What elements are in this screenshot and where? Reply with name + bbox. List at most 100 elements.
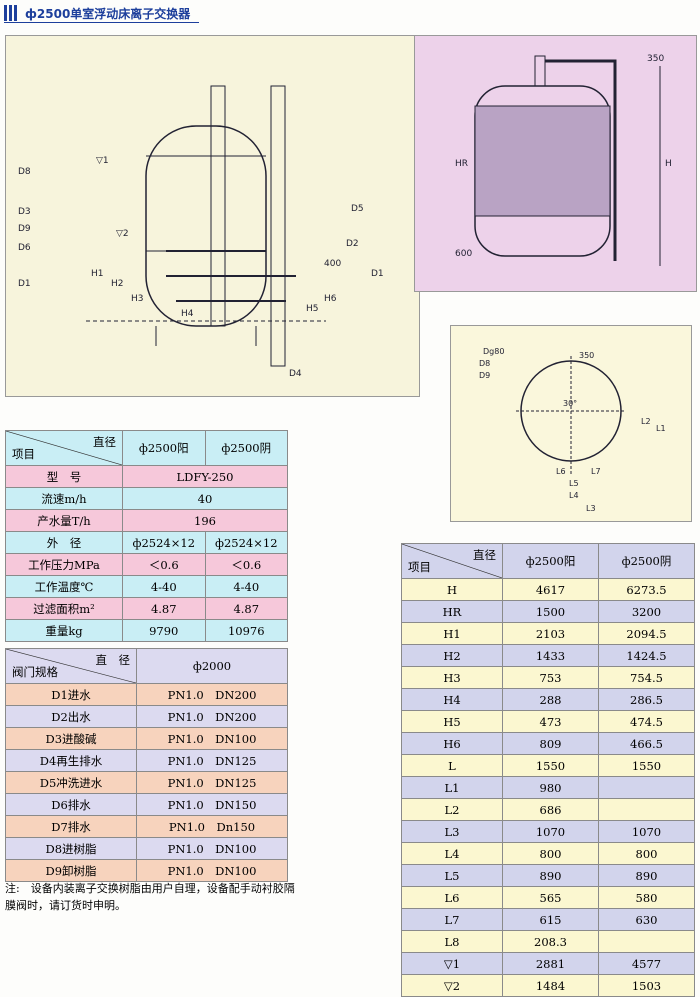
cell-value: 4-40 bbox=[122, 575, 206, 598]
row-label: D9卸树脂 bbox=[5, 859, 137, 882]
label-l6: L6 bbox=[556, 467, 566, 476]
cell-value: 753 bbox=[502, 666, 599, 689]
corner-top: 直径 bbox=[473, 548, 496, 562]
label-d9: D9 bbox=[18, 224, 31, 234]
cell-value: 686 bbox=[502, 798, 599, 821]
corner-bottom: 阀门规格 bbox=[12, 665, 58, 679]
row-label: L3 bbox=[401, 820, 503, 843]
page-title: ф2500单室浮动床离子交换器 bbox=[4, 4, 199, 23]
label-l2: L2 bbox=[641, 417, 651, 426]
cell-value: PN1.0 DN100 bbox=[136, 727, 288, 750]
cell-value: 196 bbox=[122, 509, 288, 532]
column-header: ф2500阳 bbox=[122, 430, 206, 466]
corner-header: 直 径阀门规格 bbox=[5, 648, 137, 684]
cell-value: 4617 bbox=[502, 578, 599, 601]
cell-value: 286.5 bbox=[598, 688, 695, 711]
label-level2: ▽2 bbox=[116, 229, 129, 239]
label-hr: HR bbox=[455, 159, 468, 169]
row-label: 外 径 bbox=[5, 531, 123, 554]
row-label: L6 bbox=[401, 886, 503, 909]
row-label: L5 bbox=[401, 864, 503, 887]
row-label: D8进树脂 bbox=[5, 837, 137, 860]
cell-value: 474.5 bbox=[598, 710, 695, 733]
row-label: 重量kg bbox=[5, 619, 123, 642]
cell-value: PN1.0 DN125 bbox=[136, 771, 288, 794]
cell-value: 615 bbox=[502, 908, 599, 931]
cell-value: LDFY-250 bbox=[122, 465, 288, 488]
row-label: HR bbox=[401, 600, 503, 623]
corner-header: 直径项目 bbox=[401, 543, 503, 579]
cell-value: PN1.0 DN100 bbox=[136, 859, 288, 882]
label-top-d9: D9 bbox=[479, 371, 490, 380]
cell-value: 565 bbox=[502, 886, 599, 909]
cell-value: 1433 bbox=[502, 644, 599, 667]
column-header: ф2000 bbox=[136, 648, 288, 684]
cell-value: 9790 bbox=[122, 619, 206, 642]
row-label: D3进酸碱 bbox=[5, 727, 137, 750]
cell-value: 1550 bbox=[598, 754, 695, 777]
cell-value: ф2524×12 bbox=[122, 531, 206, 554]
cell-value: 3200 bbox=[598, 600, 695, 623]
row-label: 产水量T/h bbox=[5, 509, 123, 532]
label-d2: D2 bbox=[346, 239, 359, 249]
cell-value: PN1.0 Dn150 bbox=[136, 815, 288, 838]
side-drawing: 350 HR H 600 bbox=[414, 35, 697, 292]
row-label: 工作压力MPa bbox=[5, 553, 123, 576]
cell-value: 208.3 bbox=[502, 930, 599, 953]
row-label: D4再生排水 bbox=[5, 749, 137, 772]
title-text: ф2500单室浮动床离子交换器 bbox=[25, 6, 191, 21]
label-h2: H2 bbox=[111, 279, 124, 289]
label-dg80: Dg80 bbox=[483, 347, 504, 356]
cell-value: 890 bbox=[598, 864, 695, 887]
cell-value: ф2524×12 bbox=[204, 531, 288, 554]
cell-value: 4.87 bbox=[204, 597, 288, 620]
row-label: H4 bbox=[401, 688, 503, 711]
label-350: 350 bbox=[647, 54, 664, 64]
cell-value: 580 bbox=[598, 886, 695, 909]
label-600: 600 bbox=[455, 249, 472, 259]
cell-value: 288 bbox=[502, 688, 599, 711]
corner-top: 直 径 bbox=[95, 653, 131, 667]
label-d1: D1 bbox=[18, 279, 31, 289]
cell-value: 630 bbox=[598, 908, 695, 931]
cell-value: 800 bbox=[502, 842, 599, 865]
cell-value: PN1.0 DN200 bbox=[136, 705, 288, 728]
label-level1: ▽1 bbox=[96, 156, 109, 166]
row-label: 流速m/h bbox=[5, 487, 123, 510]
label-400: 400 bbox=[324, 259, 341, 269]
row-label: D2出水 bbox=[5, 705, 137, 728]
corner-bottom: 项目 bbox=[408, 560, 431, 574]
footnote: 注: 设备内装离子交换树脂由用户自理，设备配手动衬胶隔膜阀时，请订货时申明。 bbox=[5, 882, 295, 912]
cell-value: 980 bbox=[502, 776, 599, 799]
label-d3: D3 bbox=[18, 207, 31, 217]
cell-value: 1424.5 bbox=[598, 644, 695, 667]
label-h1: H1 bbox=[91, 269, 104, 279]
main-drawing: D8 D3 D9 D6 D1 ▽1 ▽2 D5 D2 D1 D4 H1 H2 H… bbox=[5, 35, 420, 397]
label-d8: D8 bbox=[18, 167, 31, 177]
row-label: D6排水 bbox=[5, 793, 137, 816]
cell-value: 10976 bbox=[204, 619, 288, 642]
column-header: ф2500阳 bbox=[502, 543, 599, 579]
label-h3: H3 bbox=[131, 294, 144, 304]
label-d1-right: D1 bbox=[371, 269, 384, 279]
cell-value: 473 bbox=[502, 710, 599, 733]
label-l3: L3 bbox=[586, 504, 596, 513]
